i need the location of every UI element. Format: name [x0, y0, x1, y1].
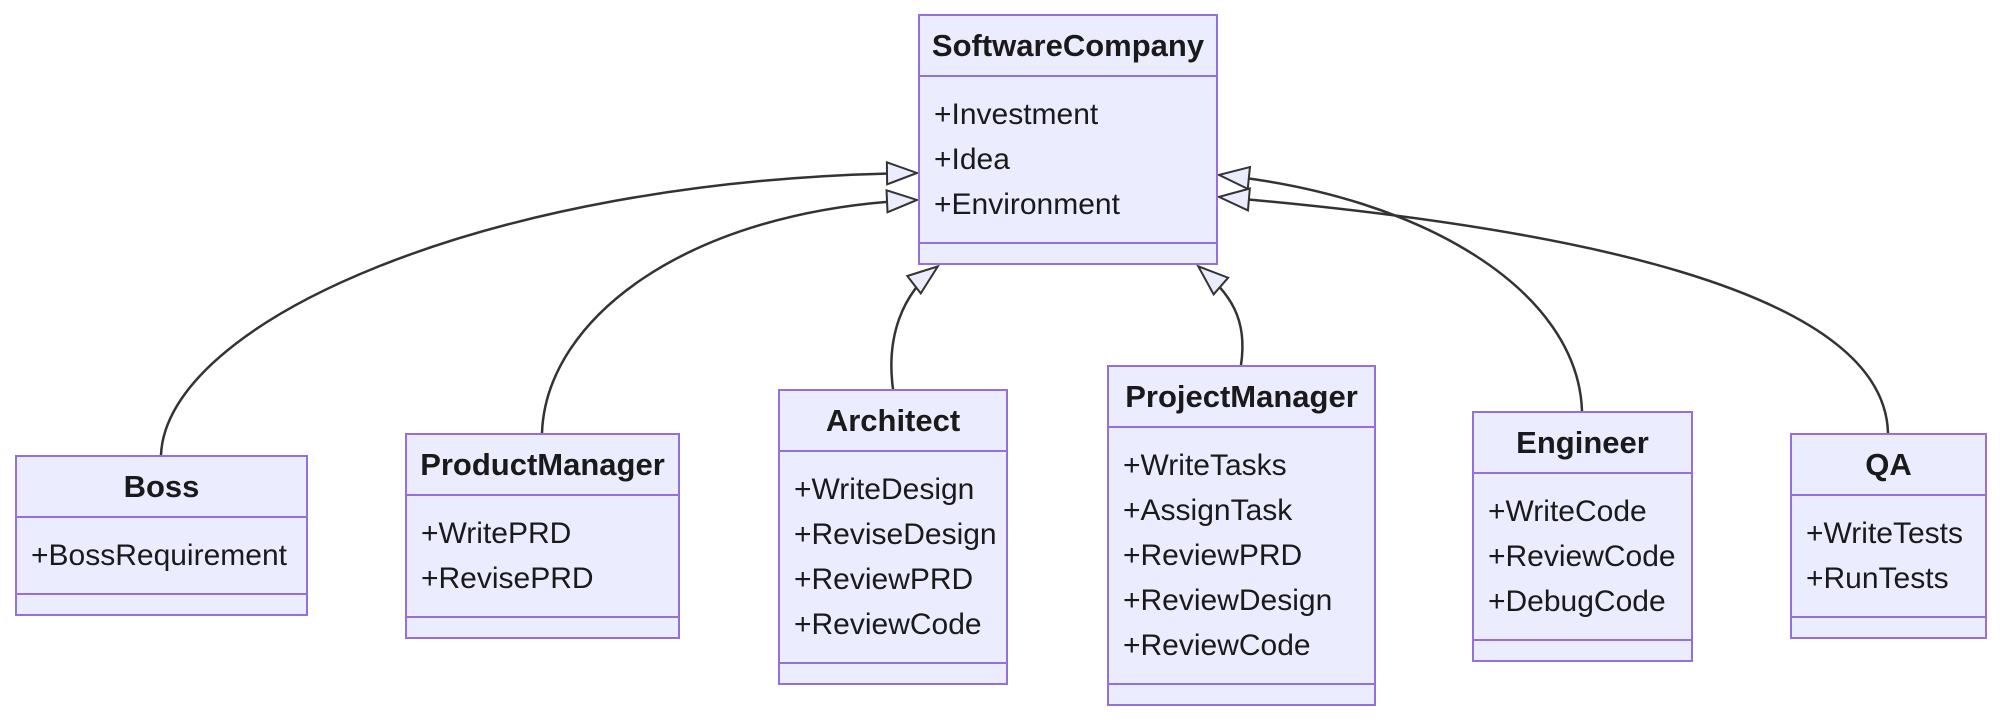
edge-productmanager-to-softwarecompany [540, 188, 920, 434]
class-member: +ReviewCode [1123, 629, 1311, 662]
class-members: +WritePRD +RevisePRD [407, 496, 678, 616]
class-methods-compartment [1792, 616, 1985, 637]
class-box-architect: Architect +WriteDesign +ReviseDesign +Revi… [778, 389, 1008, 685]
class-members: +WriteCode +ReviewCode +DebugCode [1474, 474, 1691, 639]
class-title: QA [1792, 435, 1985, 496]
edge-architect-to-softwarecompany [890, 264, 941, 390]
class-box-qa: QA +WriteTests +RunTests [1790, 433, 1987, 639]
class-title: Engineer [1474, 413, 1691, 474]
class-box-softwarecompany: SoftwareCompany +Investment +Idea +Environ… [918, 14, 1218, 265]
class-box-boss: Boss +BossRequirement [15, 455, 308, 616]
edge-qa-to-softwarecompany [1216, 187, 1890, 434]
class-methods-compartment [17, 593, 306, 614]
class-methods-compartment [1474, 639, 1691, 660]
edge-projectmanager-to-softwarecompany [1196, 264, 1244, 366]
class-methods-compartment [1109, 683, 1374, 704]
class-box-engineer: Engineer +WriteCode +ReviewCode +DebugCode [1472, 411, 1693, 662]
class-member: +DebugCode [1488, 585, 1666, 618]
class-members: +WriteDesign +ReviseDesign +ReviewPRD +Revi… [780, 452, 1006, 662]
class-member: +WriteTasks [1123, 449, 1287, 482]
class-member: +AssignTask [1123, 494, 1293, 527]
class-member: +BossRequirement [31, 539, 287, 572]
class-members: +WriteTasks +AssignTask +ReviewPRD +ReviewD… [1109, 428, 1374, 683]
class-title: ProductManager [407, 435, 678, 496]
class-members: +WriteTests +RunTests [1792, 496, 1985, 616]
class-member: +WriteCode [1488, 495, 1647, 528]
class-member: +RevisePRD [421, 562, 594, 595]
class-methods-compartment [407, 616, 678, 637]
class-member: +WritePRD [421, 517, 572, 550]
class-methods-compartment [920, 242, 1216, 263]
edge-engineer-to-softwarecompany [1216, 165, 1584, 412]
class-members: +BossRequirement [17, 518, 306, 593]
class-member: +Idea [934, 143, 1010, 176]
class-member: +Environment [934, 188, 1120, 221]
class-members: +Investment +Idea +Environment [920, 77, 1216, 242]
edge-boss-to-softwarecompany [159, 160, 920, 456]
class-member: +WriteDesign [794, 473, 975, 506]
class-title: Architect [780, 391, 1006, 452]
class-member: +RunTests [1806, 562, 1949, 595]
class-member: +ReviseDesign [794, 518, 997, 551]
class-member: +WriteTests [1806, 517, 1963, 550]
class-title: Boss [17, 457, 306, 518]
class-member: +ReviewPRD [1123, 539, 1303, 572]
class-member: +ReviewPRD [794, 563, 974, 596]
class-methods-compartment [780, 662, 1006, 683]
class-member: +Investment [934, 98, 1099, 131]
class-title: SoftwareCompany [920, 16, 1216, 77]
class-box-productmanager: ProductManager +WritePRD +RevisePRD [405, 433, 680, 639]
class-box-projectmanager: ProjectManager +WriteTasks +AssignTask +Re… [1107, 365, 1376, 706]
class-title: ProjectManager [1109, 367, 1374, 428]
class-member: +ReviewCode [1488, 540, 1676, 573]
class-member: +ReviewDesign [1123, 584, 1333, 617]
class-member: +ReviewCode [794, 608, 982, 641]
